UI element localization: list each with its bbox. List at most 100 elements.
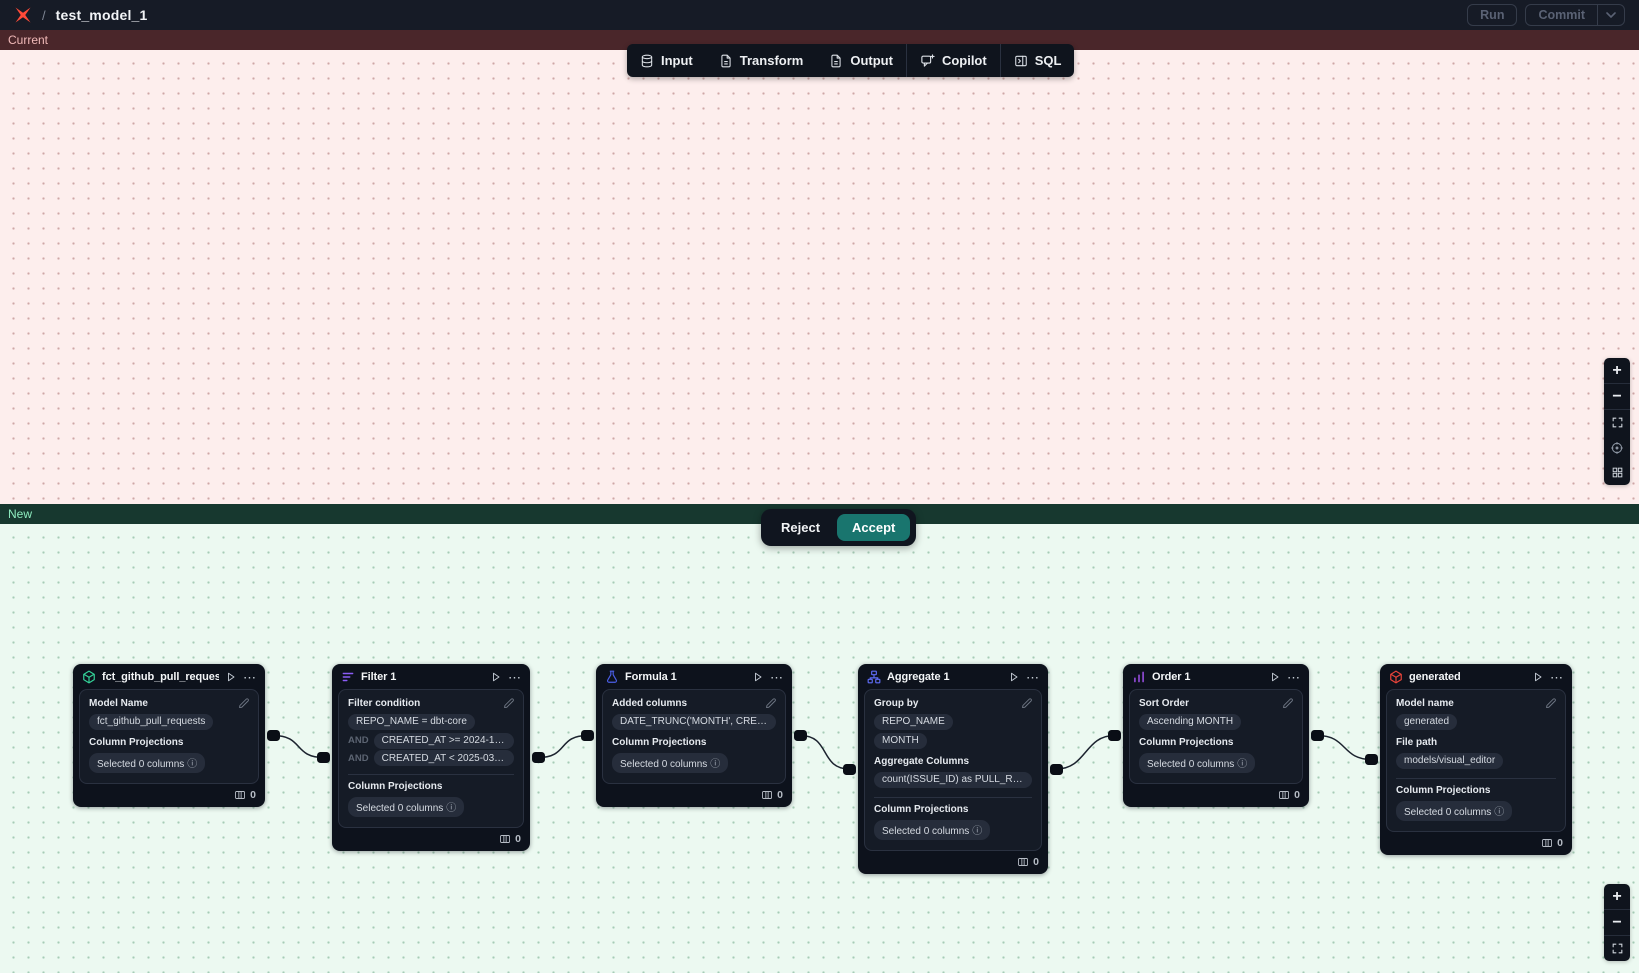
filter-condition-pill[interactable]: CREATED_AT < 2025-03-01 xyxy=(373,750,514,766)
play-icon[interactable] xyxy=(1269,671,1281,683)
connection-handle-target[interactable] xyxy=(317,752,330,763)
projections-label: Column Projections xyxy=(1139,737,1234,748)
group-by-pill[interactable]: MONTH xyxy=(874,732,927,749)
input-button[interactable]: Input xyxy=(627,44,706,77)
row-count: 0 xyxy=(1294,789,1300,801)
node-title: generated xyxy=(1409,671,1461,683)
node-generated[interactable]: generated ⋯ Model name generated File pa… xyxy=(1380,664,1572,855)
node-order-1[interactable]: Order 1 ⋯ Sort Order Ascending MONTH Col… xyxy=(1123,664,1309,807)
projections-label: Column Projections xyxy=(348,781,443,792)
row-count: 0 xyxy=(250,789,256,801)
file-path-pill[interactable]: models/visual_editor xyxy=(1396,752,1504,769)
reject-button[interactable]: Reject xyxy=(767,514,834,541)
accept-button[interactable]: Accept xyxy=(837,514,911,541)
fit-view-button[interactable] xyxy=(1604,410,1630,435)
node-body: Model name generated File path models/vi… xyxy=(1386,689,1566,832)
connection-handle-target[interactable] xyxy=(1365,754,1378,765)
flask-icon xyxy=(605,670,619,684)
play-icon[interactable] xyxy=(490,671,502,683)
node-menu-icon[interactable]: ⋯ xyxy=(508,669,521,685)
formula-pill[interactable]: DATE_TRUNC('MONTH', CREATED_AT… xyxy=(612,713,776,730)
edit-icon[interactable] xyxy=(1021,697,1033,709)
commit-button[interactable]: Commit xyxy=(1526,5,1597,25)
edit-icon[interactable] xyxy=(1282,697,1294,709)
aggregate-column-pill[interactable]: count(ISSUE_ID) as PULL_REQUEST_… xyxy=(874,771,1032,788)
breadcrumb-separator: / xyxy=(42,7,46,23)
connection-handle-source[interactable] xyxy=(267,730,280,741)
columns-icon xyxy=(1017,856,1029,868)
toolbar-separator xyxy=(999,44,1001,77)
file-text-icon xyxy=(721,54,731,67)
sql-button[interactable]: SQL xyxy=(1001,44,1075,77)
overview-button[interactable] xyxy=(1604,460,1630,485)
fit-view-button[interactable] xyxy=(1604,936,1630,961)
model-name-pill[interactable]: fct_github_pull_requests xyxy=(89,713,214,730)
connection-handle-source[interactable] xyxy=(794,730,807,741)
row-count: 0 xyxy=(1557,837,1563,849)
input-label: Input xyxy=(661,53,693,68)
edit-icon[interactable] xyxy=(503,697,515,709)
edit-icon[interactable] xyxy=(1545,697,1557,709)
node-header: Formula 1 ⋯ xyxy=(596,664,792,689)
field-label: Model Name xyxy=(89,698,148,709)
row-count: 0 xyxy=(777,789,783,801)
node-menu-icon[interactable]: ⋯ xyxy=(1026,669,1039,685)
node-menu-icon[interactable]: ⋯ xyxy=(243,669,256,685)
play-icon[interactable] xyxy=(1532,671,1544,683)
current-canvas[interactable] xyxy=(0,50,1639,504)
node-filter-1[interactable]: Filter 1 ⋯ Filter condition REPO_NAME = … xyxy=(332,664,530,851)
focus-button[interactable] xyxy=(1604,435,1630,460)
divider xyxy=(348,774,514,775)
connection-handle-source[interactable] xyxy=(1311,730,1324,741)
play-icon[interactable] xyxy=(225,671,237,683)
page-title: test_model_1 xyxy=(55,7,148,23)
node-formula-1[interactable]: Formula 1 ⋯ Added columns DATE_TRUNC('MO… xyxy=(596,664,792,807)
connection-handle-target[interactable] xyxy=(581,730,594,741)
sort-order-pill[interactable]: Ascending MONTH xyxy=(1139,713,1242,730)
connection-handle-target[interactable] xyxy=(1108,730,1121,741)
info-icon: ⓘ xyxy=(710,759,721,770)
dbt-logo-icon[interactable] xyxy=(14,6,32,24)
copilot-button[interactable]: Copilot xyxy=(907,44,1000,77)
node-menu-icon[interactable]: ⋯ xyxy=(1287,669,1300,685)
connection-handle-source[interactable] xyxy=(1050,763,1063,775)
output-button[interactable]: Output xyxy=(816,44,906,77)
node-fct-github-pull-requests[interactable]: fct_github_pull_requests ⋯ Model Name fc… xyxy=(73,664,265,807)
play-icon[interactable] xyxy=(752,671,764,683)
run-button[interactable]: Run xyxy=(1467,4,1518,26)
node-aggregate-1[interactable]: Aggregate 1 ⋯ Group by REPO_NAME MONTH A… xyxy=(858,664,1048,874)
projections-label: Column Projections xyxy=(89,737,184,748)
filter-condition-pill[interactable]: CREATED_AT >= 2024-12-01 xyxy=(373,732,514,749)
node-body: Sort Order Ascending MONTH Column Projec… xyxy=(1129,689,1303,784)
model-name-pill[interactable]: generated xyxy=(1396,713,1458,730)
connection-handle-source[interactable] xyxy=(532,752,545,763)
zoom-in-button[interactable]: + xyxy=(1604,358,1630,383)
zoom-out-button[interactable]: − xyxy=(1604,384,1630,409)
connection-handle-target[interactable] xyxy=(843,763,856,775)
filter-condition-pill[interactable]: REPO_NAME = dbt-core xyxy=(348,713,475,730)
output-label: Output xyxy=(850,53,893,68)
commit-dropdown-button[interactable] xyxy=(1597,5,1624,25)
zoom-out-button[interactable]: − xyxy=(1604,910,1630,935)
node-menu-icon[interactable]: ⋯ xyxy=(1550,669,1563,685)
edit-icon[interactable] xyxy=(238,697,250,709)
filter-and-row: AND CREATED_AT >= 2024-12-01 xyxy=(348,732,514,749)
group-by-pill[interactable]: REPO_NAME xyxy=(874,713,953,730)
projections-label: Column Projections xyxy=(612,737,707,748)
projections-label: Column Projections xyxy=(1396,785,1491,796)
model-name-label: Model name xyxy=(1396,698,1454,709)
play-icon[interactable] xyxy=(1008,671,1020,683)
zoom-in-button[interactable]: + xyxy=(1604,884,1630,909)
node-menu-icon[interactable]: ⋯ xyxy=(770,669,783,685)
node-title: Filter 1 xyxy=(361,671,397,683)
info-icon: ⓘ xyxy=(972,826,983,837)
transform-button[interactable]: Transform xyxy=(706,44,817,77)
edit-icon[interactable] xyxy=(765,697,777,709)
